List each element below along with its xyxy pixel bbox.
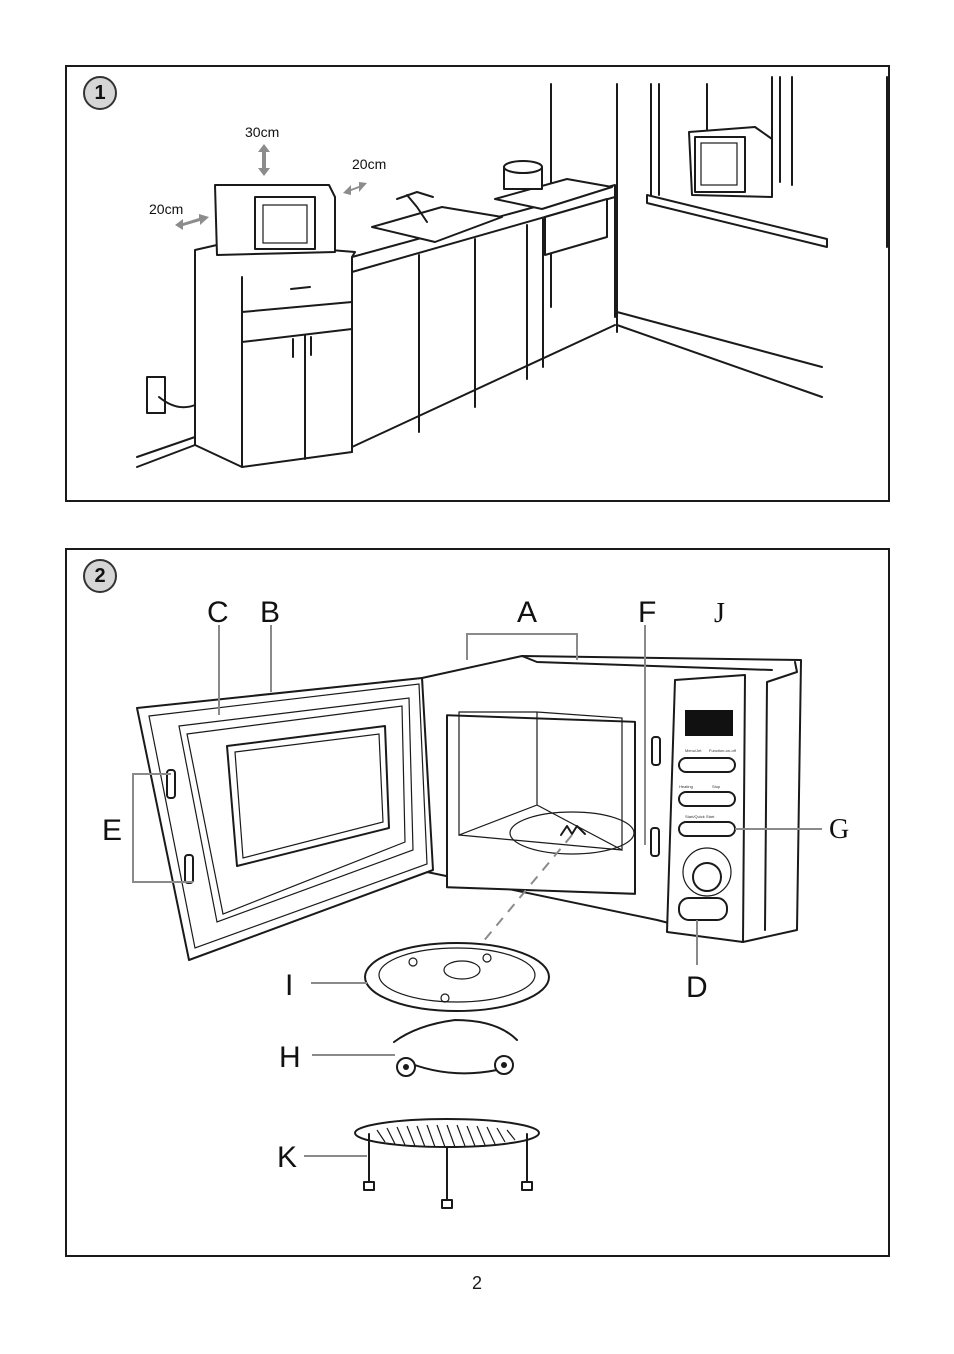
cabinet-doors xyxy=(418,218,544,433)
door-release-button[interactable] xyxy=(678,897,728,921)
dimension-label-left: 20cm xyxy=(149,201,183,217)
part-label-B: B xyxy=(260,596,280,629)
part-label-A: A xyxy=(517,596,537,629)
latch-hole-upper xyxy=(651,736,661,766)
figure-1-installation-panel: 1 xyxy=(65,65,890,502)
panel-button-1[interactable] xyxy=(678,757,736,773)
part-label-E: E xyxy=(102,814,122,847)
panel-label-heating: Heating xyxy=(679,784,693,789)
latch-hole-lower xyxy=(650,827,660,857)
dimension-label-top: 30cm xyxy=(245,124,279,140)
door-hook-lower xyxy=(184,854,194,884)
clearance-arrow-right xyxy=(343,182,367,195)
control-dial[interactable] xyxy=(692,862,722,892)
part-label-C: C xyxy=(207,596,229,629)
panel-label-menu: Menu/Jet xyxy=(685,748,702,753)
display-window xyxy=(685,710,733,736)
grill-rack xyxy=(354,1118,540,1209)
kitchen-installation-drawing: 30cm 20cm 20cm xyxy=(136,76,888,468)
faucet xyxy=(396,191,434,223)
floor-line-right xyxy=(616,311,823,398)
window-sill xyxy=(646,194,828,248)
part-label-I: I xyxy=(285,969,293,1002)
open-door xyxy=(136,677,434,961)
part-label-G: G xyxy=(829,814,849,845)
built-in-oven xyxy=(544,198,608,256)
leader-E xyxy=(132,773,193,883)
wall-socket xyxy=(146,376,166,414)
panel-label-stop: Stop xyxy=(712,784,721,789)
window-microwave xyxy=(688,126,773,198)
panel-button-2[interactable] xyxy=(678,791,736,807)
cabinet-handles xyxy=(290,286,312,358)
microwave-parts-drawing: Menu/Jet Function-on-off Heating Stop St… xyxy=(102,596,849,1209)
power-cord xyxy=(158,396,196,409)
part-label-D: D xyxy=(686,971,708,1004)
countertop-microwave xyxy=(214,184,336,256)
leader-A xyxy=(466,633,578,660)
control-panel: Menu/Jet Function-on-off Heating Stop St… xyxy=(666,674,746,943)
cabinet-panels xyxy=(241,276,353,468)
dimension-label-right: 20cm xyxy=(352,156,386,172)
panel-label-start: Start/Quick Start xyxy=(685,814,715,819)
floor-line-left xyxy=(136,436,196,468)
microwave-cabinet xyxy=(194,241,356,468)
part-label-K: K xyxy=(277,1141,297,1174)
part-label-H: H xyxy=(279,1041,301,1074)
part-label-F: F xyxy=(638,596,656,629)
glass-turntable-plate xyxy=(364,942,550,1012)
sink xyxy=(371,206,503,243)
page-number: 2 xyxy=(471,1273,482,1293)
panel-button-3[interactable] xyxy=(678,821,736,837)
panel-label-function: Function-on-off xyxy=(709,748,737,753)
figure-2-badge: 2 xyxy=(83,559,117,593)
door-hook-upper xyxy=(166,769,176,799)
clearance-arrow-left xyxy=(175,214,209,230)
roller-ring xyxy=(393,1019,518,1077)
clearance-arrow-top xyxy=(258,144,270,176)
part-label-J: J xyxy=(714,598,725,629)
figure-2-parts-panel: 2 Menu/Jet Function-on-off Heating Stop … xyxy=(65,548,890,1257)
window-frame xyxy=(650,76,888,248)
figure-1-badge: 1 xyxy=(83,76,117,110)
